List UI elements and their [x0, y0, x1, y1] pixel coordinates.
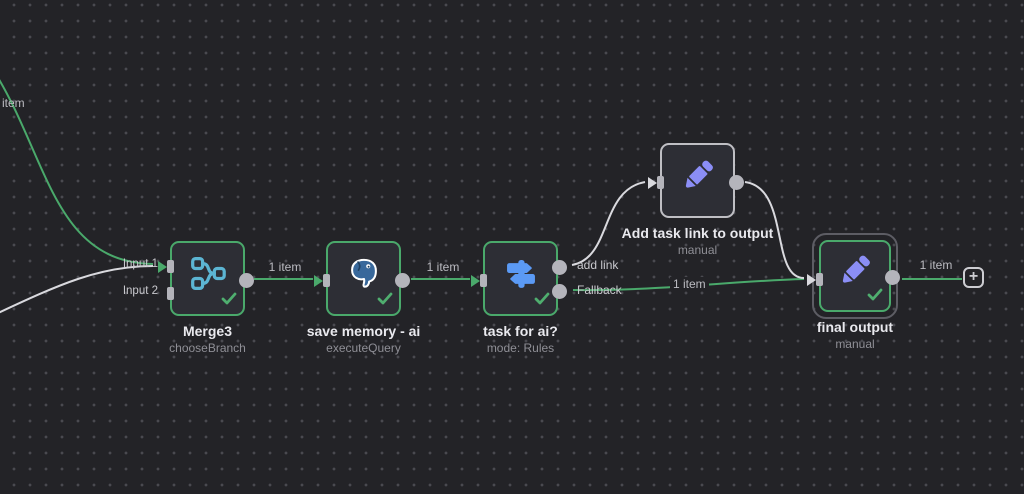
output-port[interactable]	[729, 175, 744, 190]
add-node-button[interactable]: +	[963, 267, 984, 288]
merge-input1-label: Input 1	[122, 258, 158, 270]
connection-addlink-to-addtask[interactable]	[571, 181, 646, 266]
input-port[interactable]	[816, 273, 823, 286]
connection-incoming2-to-merge[interactable]	[0, 265, 154, 314]
output-port[interactable]	[395, 273, 410, 288]
success-checkmark-icon	[867, 288, 883, 306]
connection-label-save-task: 1 item	[426, 260, 460, 274]
node-add-task-link[interactable]: Add task link to output manual	[622, 143, 773, 257]
input-connected-arrow-icon	[471, 275, 480, 287]
success-checkmark-icon	[377, 292, 393, 310]
node-merge3[interactable]: Merge3 chooseBranch	[158, 241, 254, 355]
node-final-output[interactable]: final output manual	[807, 233, 900, 351]
connection-label-merge-save: 1 item	[268, 260, 302, 274]
connection-addtask-to-final[interactable]	[744, 181, 805, 279]
pencil-icon	[837, 253, 873, 294]
input2-port[interactable]	[167, 287, 174, 300]
input-port[interactable]	[480, 274, 487, 287]
merge-icon	[190, 255, 226, 296]
connection-label-fallback-final: 1 item	[670, 277, 709, 291]
connection-label-final-plus: 1 item	[919, 258, 953, 272]
success-checkmark-icon	[221, 292, 237, 310]
switch-icon	[503, 255, 539, 296]
output-port[interactable]	[239, 273, 254, 288]
node-save-memory-ai[interactable]: save memory - ai executeQuery	[307, 241, 420, 355]
node-task-for-ai[interactable]: task for ai? mode: Rules	[471, 241, 567, 355]
input-port[interactable]	[657, 176, 664, 189]
input-connected-arrow-icon	[314, 275, 323, 287]
input1-port[interactable]	[167, 260, 174, 273]
task-output-fallback-label: Fallback	[577, 283, 622, 297]
output-port[interactable]	[885, 270, 900, 285]
input-connected-arrow-icon	[807, 274, 816, 286]
success-checkmark-icon	[534, 292, 550, 310]
output-port-fallback[interactable]	[552, 284, 567, 299]
output-port-addlink[interactable]	[552, 260, 567, 275]
connection-label-incoming: item	[2, 96, 25, 110]
postgresql-icon	[347, 256, 381, 295]
task-output-addlink-label: add link	[577, 258, 619, 272]
merge-input2-label: Input 2	[122, 285, 158, 297]
connection-incoming-to-merge[interactable]	[0, 68, 154, 265]
input1-connected-arrow-icon	[158, 261, 167, 273]
pencil-icon	[680, 157, 716, 198]
input-connected-arrow-icon	[648, 177, 657, 189]
input-port[interactable]	[323, 274, 330, 287]
